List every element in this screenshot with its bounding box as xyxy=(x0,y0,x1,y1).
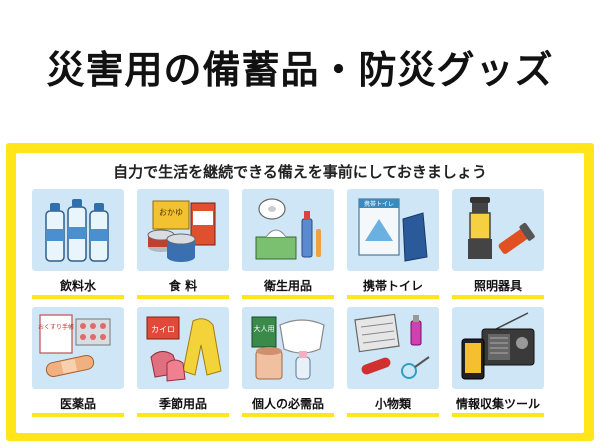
label-underline xyxy=(137,295,229,299)
label-underline xyxy=(347,295,439,299)
medicine-icon: おくすり手帳 xyxy=(32,307,124,389)
supply-label: 情報収集ツール xyxy=(455,397,540,411)
label-underline xyxy=(32,295,124,299)
label-underline xyxy=(242,295,334,299)
supply-item-personal: 大人用 個人の必需品 xyxy=(242,307,334,423)
supply-item-toilet: 携帯トイレ 携帯トイレ xyxy=(347,189,439,305)
personal-box-text: 大人用 xyxy=(254,324,275,333)
supply-item-lighting: 照明器具 xyxy=(452,189,544,305)
supply-item-hygiene: 衛生用品 xyxy=(242,189,334,305)
label-underline xyxy=(32,413,124,417)
medicine-box-text: おくすり手帳 xyxy=(38,323,74,331)
hygiene-icon xyxy=(242,189,334,271)
supply-label: 小物類 xyxy=(374,397,411,411)
seasonal-box-text: カイロ xyxy=(151,325,175,334)
supplies-panel-inner: 自力で生活を継続できる備えを事前にしておきましょう xyxy=(16,153,584,433)
supply-item-seasonal: カイロ 季節用品 xyxy=(137,307,229,423)
supply-item-medicine: おくすり手帳 医薬品 xyxy=(32,307,124,423)
supply-item-small: 小物類 xyxy=(347,307,439,423)
label-underline xyxy=(347,413,439,417)
label-underline xyxy=(242,413,334,417)
food-box-text: おかゆ xyxy=(159,208,183,217)
label-underline xyxy=(452,295,544,299)
label-underline xyxy=(452,413,544,417)
supply-label: 個人の必需品 xyxy=(251,397,324,411)
radio-phone-icon xyxy=(452,307,544,389)
supply-label: 季節用品 xyxy=(158,397,207,411)
supplies-panel: 自力で生活を継続できる備えを事前にしておきましょう xyxy=(6,143,594,441)
lantern-flashlight-icon xyxy=(452,189,544,271)
label-underline xyxy=(137,413,229,417)
supply-label: 携帯トイレ xyxy=(362,279,423,293)
seasonal-goods-icon: カイロ xyxy=(137,307,229,389)
supply-label: 飲料水 xyxy=(59,279,96,293)
supplies-grid: 飲料水 おかゆ xyxy=(32,189,572,423)
portable-toilet-icon: 携帯トイレ xyxy=(347,189,439,271)
small-items-icon xyxy=(347,307,439,389)
supply-label: 衛生用品 xyxy=(263,279,312,293)
supply-label: 食 料 xyxy=(168,279,198,293)
supply-item-info: 情報収集ツール xyxy=(452,307,544,423)
supply-item-water: 飲料水 xyxy=(32,189,124,305)
water-bottles-icon xyxy=(32,189,124,271)
page-title: 災害用の備蓄品・防災グッズ xyxy=(46,48,554,92)
supply-label: 医薬品 xyxy=(59,397,96,411)
food-cans-icon: おかゆ xyxy=(137,189,229,271)
toilet-box-text: 携帯トイレ xyxy=(364,200,394,208)
supply-item-food: おかゆ 食 料 xyxy=(137,189,229,305)
supply-label: 照明器具 xyxy=(473,279,522,293)
personal-items-icon: 大人用 xyxy=(242,307,334,389)
panel-subtitle: 自力で生活を継続できる備えを事前にしておきましょう xyxy=(113,163,487,181)
